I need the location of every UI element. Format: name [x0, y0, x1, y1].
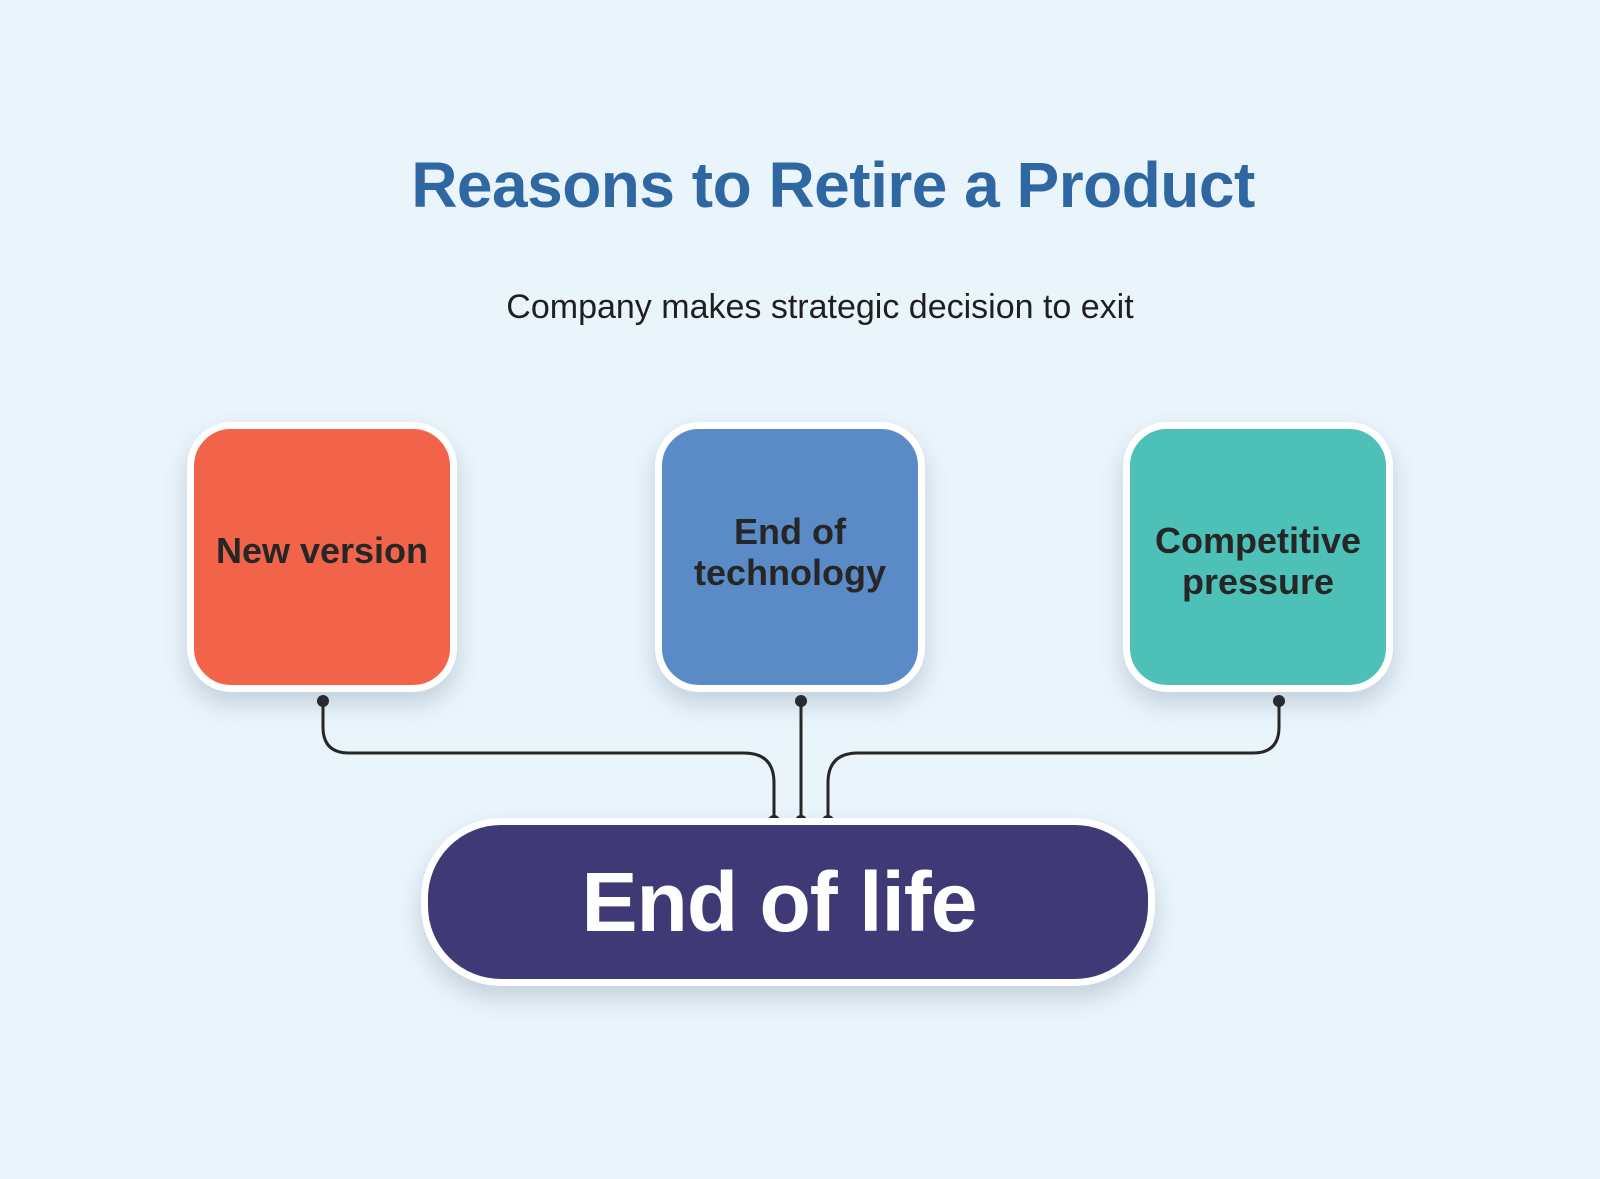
reason-label: New version [215, 529, 429, 571]
reason-label: End of technology [693, 511, 886, 593]
connector-dot [1273, 695, 1285, 707]
reason-card-end-of-technology: End of technology [655, 422, 925, 692]
reason-card-new-version: New version [187, 422, 457, 692]
end-of-life-label: End of life [581, 854, 978, 949]
diagram-title: Reasons to Retire a Product [411, 149, 1255, 221]
connector-dot [795, 695, 807, 707]
reason-label: Competitive pressure [1154, 520, 1362, 602]
end-of-life-box: End of life [421, 818, 1155, 986]
connector-dot [317, 695, 329, 707]
reason-card-competitive-pressure: Competitive pressure [1123, 422, 1393, 692]
connector-new-version [321, 701, 776, 821]
connector-competitive-pressure [826, 701, 1281, 821]
diagram-subtitle: Company makes strategic decision to exit [506, 288, 1134, 326]
connector-paths [321, 701, 1281, 821]
